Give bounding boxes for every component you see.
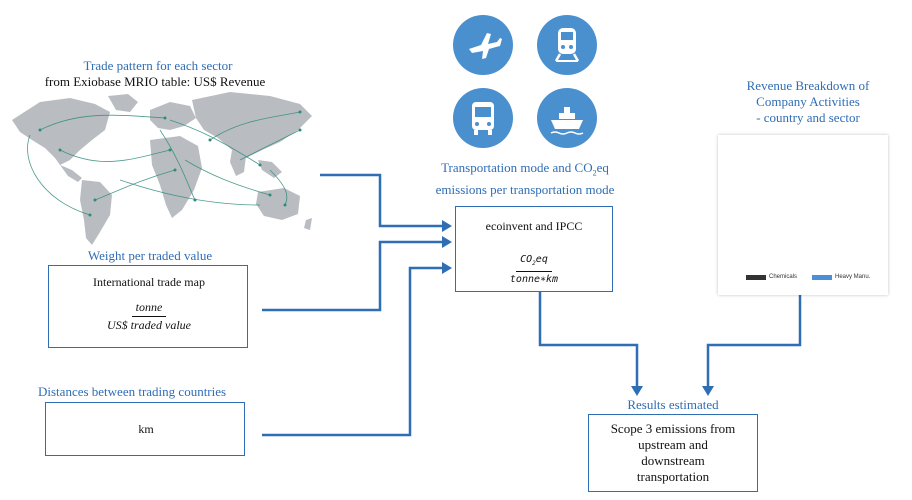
port-dots [38,110,302,217]
airplane-icon [453,15,513,75]
ecoinvent-title: ecoinvent and IPCC [485,219,583,233]
distances-box: km [45,402,245,456]
ship-icon [537,88,597,148]
weight-denominator: US$ traded value [107,318,191,332]
distances-box-label: km [138,422,154,436]
train-icon [537,15,597,75]
weight-numerator: tonne [131,300,167,317]
connector-arrows [262,173,802,437]
results-text: Scope 3 emissions from upstream and down… [610,421,736,484]
results-title: Results estimated [627,397,719,412]
legend-swatch-chemicals [746,275,766,280]
map-title: Trade pattern for each sector [83,58,233,73]
ecoinvent-box: ecoinvent and IPCC CO2eq tonne∗km [455,206,613,292]
transport-caption: Transportation mode and CO2eq emissions … [435,160,615,197]
legend-label-chemicals: Chemicals [769,274,798,280]
revenue-title: Revenue Breakdown of Company Activities … [746,78,870,125]
arrow-heads [442,220,714,396]
weight-box: International trade map tonne US$ traded… [48,265,248,348]
legend-swatch-heavy-manu [812,275,832,280]
weight-box-label: International trade map [93,275,205,289]
map-subtitle: from Exiobase MRIO table: US$ Revenue [44,74,266,89]
emission-factor-fraction: CO2eq tonne∗km [509,254,559,285]
weight-fraction: tonne US$ traded value [103,300,195,333]
results-box: Scope 3 emissions from upstream and down… [588,414,758,492]
weight-title: Weight per traded value [87,248,213,263]
bus-icon [453,88,513,148]
distances-title: Distances between trading countries [38,384,227,399]
world-map [12,92,312,245]
revenue-chart-frame [718,135,888,295]
legend-label-heavy-manu: Heavy Manu. [835,274,871,280]
trade-routes [27,111,301,216]
